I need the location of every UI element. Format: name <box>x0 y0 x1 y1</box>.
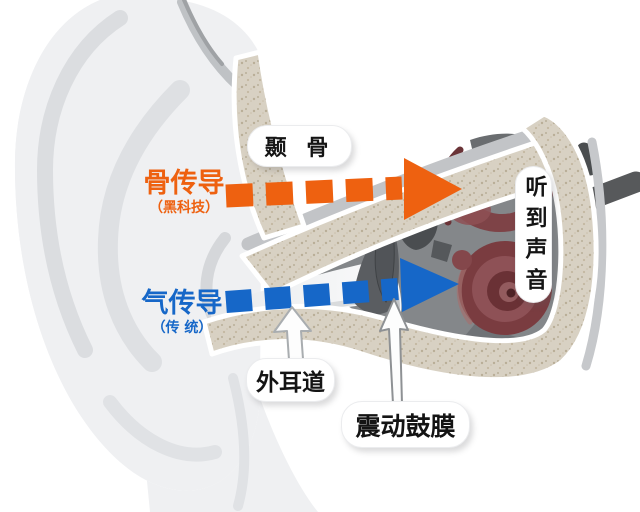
pinna-crease <box>177 0 243 91</box>
temporal-bone-label: 颞 骨 <box>247 125 352 167</box>
bone-conduction-subtitle: （黑科技） <box>149 200 219 217</box>
air-conduction-label: 气传导 （传 统） <box>132 288 232 337</box>
bone-conduction-title: 骨传导 <box>143 168 225 199</box>
ear-canal-label: 外耳道 <box>246 358 335 402</box>
air-conduction-arrow <box>225 258 459 313</box>
eardrum-label: 震动鼓膜 <box>341 401 470 448</box>
bone-conduction-arrow <box>225 158 462 220</box>
bone-conduction-label: 骨传导 （黑科技） <box>134 168 234 217</box>
hear-sound-label: 听到声音 <box>515 166 552 303</box>
air-conduction-subtitle: （传 统） <box>151 320 213 337</box>
air-conduction-title: 气传导 <box>141 288 223 319</box>
